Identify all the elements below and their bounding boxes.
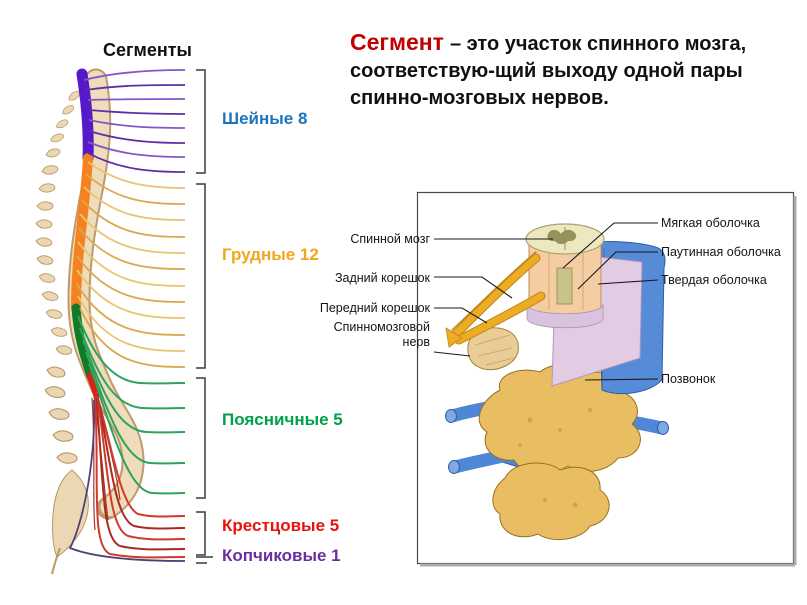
figure-leader-lines	[433, 222, 659, 381]
definition-term: Сегмент	[350, 29, 444, 55]
thoracic-bracket	[196, 183, 206, 369]
leader-ventral-root	[434, 307, 488, 324]
anatomy-label-spinal-nerve: Спинномозговой нерв	[333, 320, 430, 349]
leader-vertebra	[584, 378, 659, 381]
coccygeal-nerve-line	[68, 399, 186, 562]
definition-line-2: соответствую-щий выходу одной пары	[350, 60, 743, 82]
lumbar-cord-segment	[71, 303, 96, 381]
anatomy-label-pia-mater: Мягкая оболочка	[661, 216, 760, 230]
leader-dorsal-root	[434, 276, 513, 299]
anatomy-label-spinal-cord: Спинной мозг	[350, 232, 430, 246]
thoracic-nerve-lines	[76, 161, 186, 368]
cervical-cord-segment	[76, 68, 94, 164]
anatomy-label-dorsal-root: Задний корешок	[334, 271, 430, 285]
coccygeal-tick	[196, 556, 213, 564]
definition-text: Сегмент– это участок спинного мозга, соо…	[350, 29, 800, 112]
leader-spinal-nerve	[433, 351, 471, 357]
anatomy-label-dura-mater: Твердая оболочка	[661, 273, 767, 287]
spine-diagram-title: Сегменты	[103, 40, 192, 60]
definition-line-1: Сегмент– это участок спинного мозга,	[350, 29, 747, 55]
segment-label-cervical: Шейные 8	[222, 109, 308, 128]
spinal-cord-cylinder	[525, 223, 605, 329]
lumbar-bracket	[196, 377, 206, 499]
segment-brackets	[196, 69, 213, 564]
spine-illustration	[34, 68, 213, 575]
vertebra-figure	[416, 191, 797, 567]
sacral-bracket	[196, 511, 206, 556]
leader-pia-mater	[562, 222, 658, 269]
segment-label-thoracic: Грудные 12	[222, 245, 319, 264]
definition-line-3: спинно-мозговых нервов.	[350, 87, 609, 109]
sacral-nerve-lines	[94, 391, 186, 559]
segment-label-lumbar: Поясничные 5	[222, 410, 343, 429]
nerve-roots	[451, 251, 546, 345]
cervical-bracket	[196, 69, 206, 174]
cervical-nerve-lines	[83, 69, 186, 173]
lumbar-nerve-lines	[77, 315, 186, 495]
leader-arachnoid	[577, 251, 658, 290]
anatomy-label-ventral-root: Передний корешок	[319, 301, 430, 315]
leader-dura-mater	[597, 279, 659, 285]
anatomy-label-vertebra: Позвонок	[661, 372, 716, 386]
sacral-cord-segment	[87, 372, 101, 398]
segment-label-sacral: Крестцовые 5	[222, 516, 340, 535]
segment-label-coccygeal: Копчиковые 1	[222, 546, 341, 565]
anatomy-label-arachnoid-mater: Паутинная оболочка	[661, 245, 781, 259]
